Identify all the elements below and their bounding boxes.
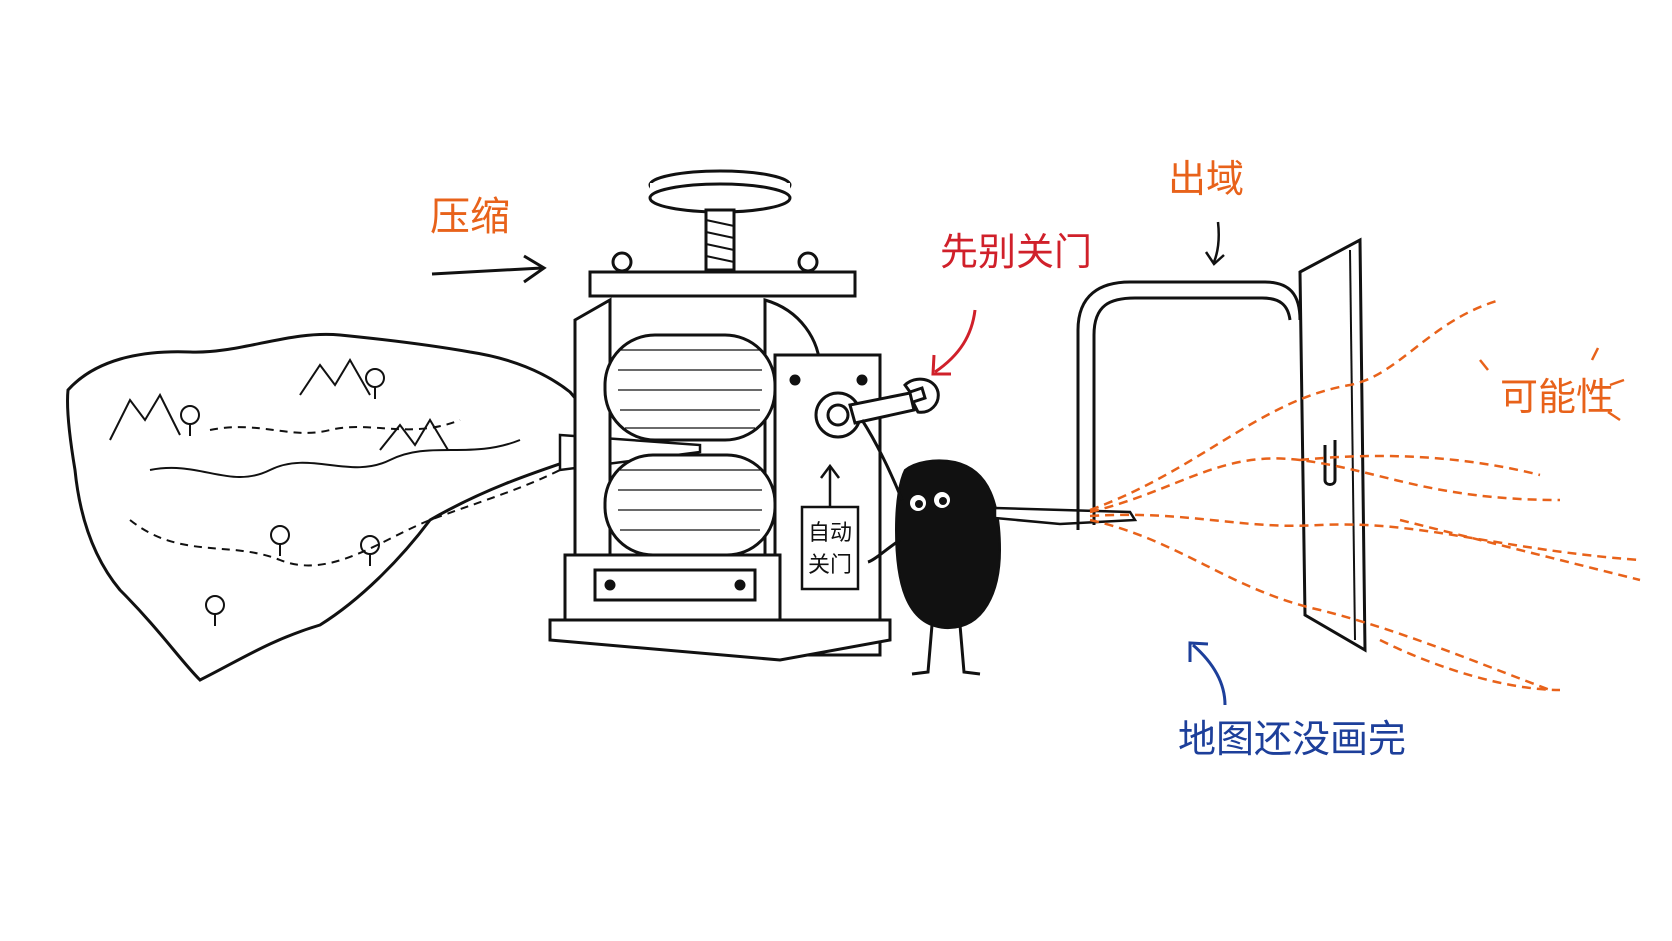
ink-creature [860,419,1002,676]
door-frame [1076,280,1302,530]
exit-domain-label: 出域 [1168,157,1244,201]
creature-legs [911,624,981,676]
exit-domain-arrow-icon [1204,221,1225,266]
possibility-label: 可能性 [1500,375,1614,419]
map-trail [129,469,561,567]
possibility-spark-icon [1479,347,1625,422]
map-unfinished-arrow-icon [1188,641,1227,706]
map-river [149,439,521,479]
compress-label: 压缩 [430,194,510,240]
map-sheet [66,332,702,682]
auto-close-sign-line1: 自动 [808,521,852,546]
map-paper [66,332,618,682]
door-handle [1323,440,1337,486]
map-trees [180,368,385,626]
dont-close-yet-label: 先别关门 [940,230,1092,274]
possibility-rays [1089,298,1641,692]
door-panel [1298,237,1367,653]
auto-close-arrow-icon [820,463,840,508]
mill-footing [548,618,892,662]
wrench-icon [848,377,940,425]
upper-roller [603,333,777,442]
creature-body [894,459,1002,630]
dont-close-arrow-icon [931,309,977,376]
map-unfinished-label: 地图还没画完 [1178,717,1406,761]
map-mountains [109,358,449,451]
auto-close-sign: 自动 关门 [800,505,860,591]
auto-close-sign-line2: 关门 [808,553,852,578]
compress-arrow-icon [431,254,547,284]
press-top-bar [588,270,857,298]
doorway [1076,237,1367,653]
creature-arm [860,419,904,501]
